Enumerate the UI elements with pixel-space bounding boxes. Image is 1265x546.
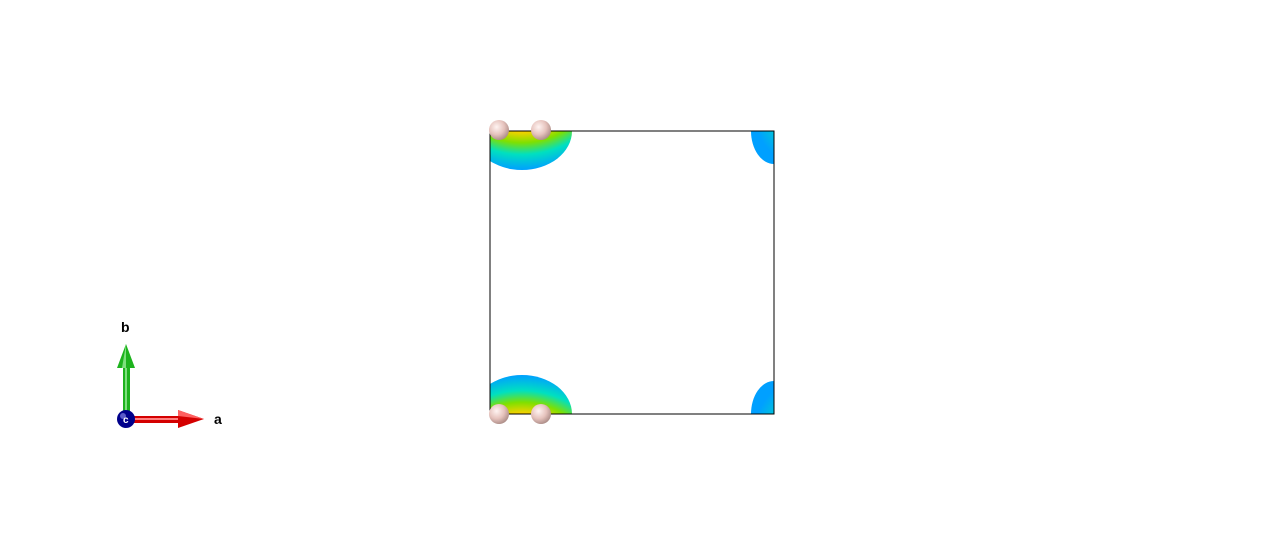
axis-c-label: c [123,415,129,426]
axis-c-sphere-highlight [120,413,126,419]
axis-a-arrowhead-highlight [178,410,204,419]
axis-b-arrowhead-highlight [122,344,126,368]
unit-cell-outline [489,130,775,415]
atom-bottom-right[interactable] [531,404,551,424]
density-lobe-bottom-left [490,375,572,414]
charge-density-layer [490,131,774,414]
density-corner-top-right [751,131,774,164]
axis-a-shaft-highlight [130,418,180,420]
atoms-layer [489,120,551,424]
axis-a-label: a [214,411,222,427]
axis-triad: b a c [117,319,222,428]
atom-bottom-left[interactable] [489,404,509,424]
atom-top-right[interactable] [531,120,551,140]
density-corner-bottom-right [751,381,774,414]
axis-b-label: b [121,319,130,335]
density-lobe-top-left [490,131,572,170]
atom-top-left[interactable] [489,120,509,140]
axis-b-shaft-highlight [125,366,127,418]
